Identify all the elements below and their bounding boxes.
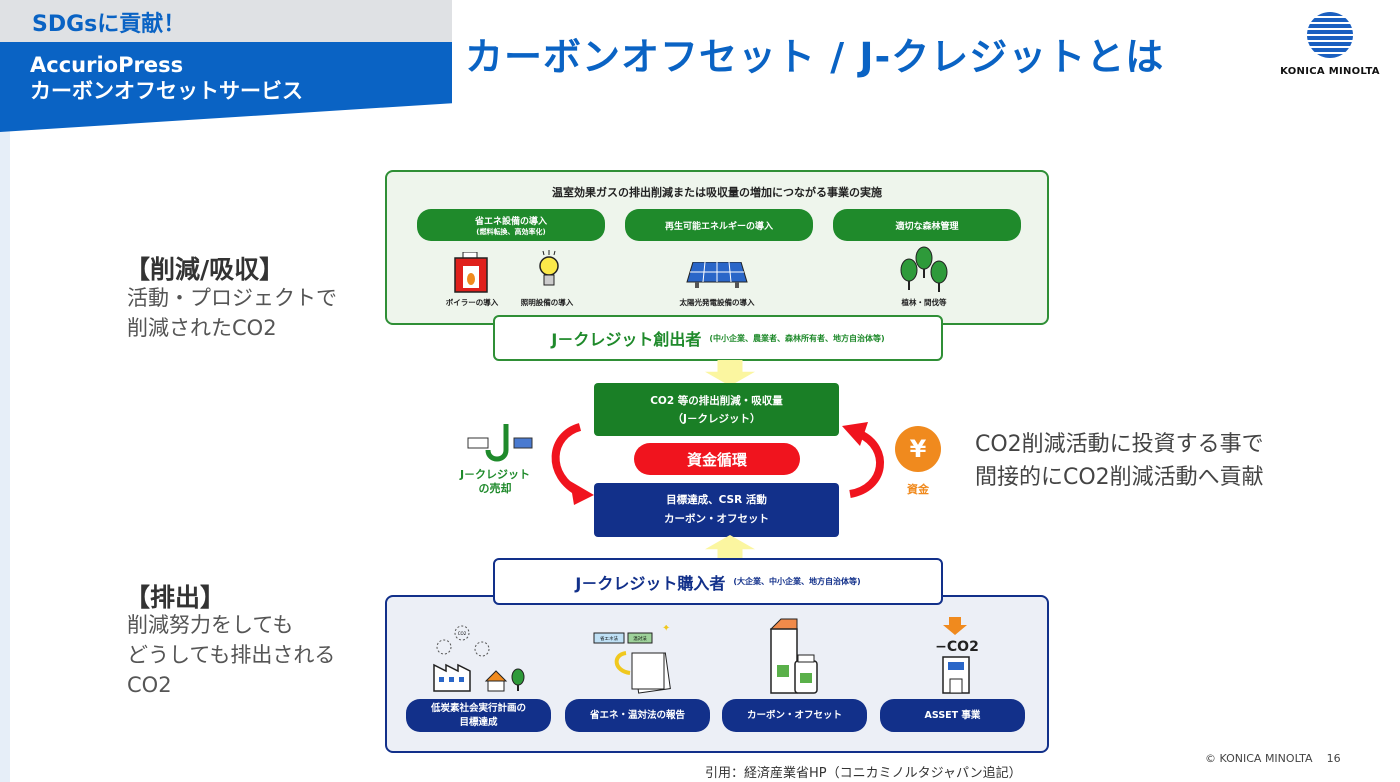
pill-carbon-offset: カーボン・オフセット bbox=[722, 699, 867, 732]
text-line: の売却 bbox=[478, 482, 512, 495]
product-packaging-icon bbox=[769, 618, 818, 694]
left-curved-arrow-icon bbox=[551, 423, 594, 505]
header-gray-band bbox=[0, 0, 452, 42]
pill-energy-report: 省エネ・温対法の報告 bbox=[565, 699, 710, 732]
pill-low-carbon-plan: 低炭素社会実行計画の目標達成 bbox=[406, 699, 551, 732]
pill-label: 適切な森林管理 bbox=[895, 221, 959, 232]
credit-buyer-box: J－クレジット購入者 (大企業、中小企業、地方自治体等) bbox=[493, 558, 943, 605]
yen-icon: ¥ bbox=[895, 426, 941, 472]
left-accent-strip bbox=[0, 130, 10, 782]
fund-label: 資金 bbox=[907, 483, 929, 496]
footer: © KONICA MINOLTA 16 bbox=[1205, 752, 1341, 765]
project-box: 温室効果ガスの排出削減または吸収量の増加につながる事業の実施 省エネ設備の導入(… bbox=[385, 170, 1049, 325]
buyer-uses-box: CO2 省エネ法 温対法 ✦ −CO2 低炭素社会実行計画の目標達成 省エネ・温対法… bbox=[385, 595, 1049, 753]
text-line: CO2 等の排出削減・吸収量 bbox=[650, 394, 783, 407]
minus-co2-building-icon: −CO2 bbox=[935, 617, 979, 694]
sdgs-badge: SDGsに貢献！ bbox=[32, 12, 186, 37]
creator-sub: (中小企業、農業者、森林所有者、地方自治体等) bbox=[709, 333, 885, 343]
pill-forest: 適切な森林管理 bbox=[833, 209, 1021, 241]
pill-energy-saving: 省エネ設備の導入(燃料転換、高効率化) bbox=[417, 209, 605, 241]
right-curved-arrow-icon bbox=[842, 422, 885, 498]
text-line: 間接的にCO2削減活動へ貢献 bbox=[975, 465, 1264, 490]
text-line: どうしても排出される bbox=[127, 643, 336, 667]
text-line: CO2削減活動に投資する事で bbox=[975, 432, 1264, 457]
doc-label: 省エネ法 bbox=[600, 635, 618, 642]
service-label: カーボンオフセットサービス bbox=[30, 79, 303, 103]
text-line: カーボン・オフセット bbox=[664, 513, 769, 525]
credit-creator-box: J－クレジット創出者 (中小企業、農業者、森林所有者、地方自治体等) bbox=[493, 315, 943, 361]
text-line: 目標達成 bbox=[459, 716, 498, 728]
page-title: カーボンオフセット / J-クレジットとは bbox=[465, 35, 1165, 79]
company-logo: KONICA MINOLTA bbox=[1272, 12, 1388, 77]
copyright: © KONICA MINOLTA bbox=[1205, 752, 1313, 765]
co2-bubble-text: CO2 bbox=[458, 631, 467, 636]
text-line: 活動・プロジェクトで bbox=[127, 286, 337, 310]
buyer-sub: (大企業、中小企業、地方自治体等) bbox=[733, 577, 861, 586]
citation: 引用：経済産業省HP（コニカミノルタジャパン追記） bbox=[705, 766, 1022, 781]
trees-icon bbox=[900, 246, 948, 292]
report-documents-icon: 省エネ法 温対法 ✦ bbox=[593, 625, 671, 694]
fund-cycle-label: 資金循環 bbox=[634, 443, 800, 475]
target-box: 目標達成、CSR 活動カーボン・オフセット bbox=[594, 483, 839, 537]
project-title: 温室効果ガスの排出削減または吸収量の増加につながる事業の実施 bbox=[552, 186, 882, 199]
minus-co2-text: −CO2 bbox=[935, 639, 979, 655]
text-line: J－クレジット bbox=[459, 468, 531, 481]
text-line: 低炭素社会実行計画の bbox=[430, 702, 526, 714]
pill-renewable: 再生可能エネルギーの導入 bbox=[625, 209, 813, 241]
lightbulb-icon bbox=[539, 250, 559, 286]
creator-label: J－クレジット創出者 bbox=[551, 330, 702, 349]
globe-icon bbox=[1307, 12, 1353, 58]
credit-sale-label: J－クレジットの売却 bbox=[455, 468, 535, 496]
svg-text:✦: ✦ bbox=[662, 625, 670, 634]
pill-label: 省エネ設備の導入 bbox=[474, 216, 547, 227]
pill-label: 再生可能エネルギーの導入 bbox=[664, 221, 773, 232]
doc-label: 温対法 bbox=[633, 635, 647, 642]
j-credit-logo-icon bbox=[467, 424, 533, 462]
caption-solar: 太陽光発電設備の導入 bbox=[679, 298, 755, 307]
pill-sub: (燃料転換、高効率化) bbox=[476, 227, 546, 236]
text-line: （J－クレジット） bbox=[672, 412, 761, 425]
boiler-icon bbox=[454, 252, 488, 293]
page-number: 16 bbox=[1326, 752, 1341, 765]
logo-text: KONICA MINOLTA bbox=[1280, 66, 1380, 77]
text-line: 削減努力をしても bbox=[127, 613, 294, 637]
emit-text: 削減努力をしてもどうしても排出される CO2 bbox=[127, 610, 335, 700]
text-line: CO2 bbox=[127, 673, 172, 697]
text-line: 削減されたCO2 bbox=[127, 316, 277, 340]
caption-boiler: ボイラーの導入 bbox=[445, 298, 499, 307]
caption-forest: 植林・間伐等 bbox=[901, 298, 947, 307]
text-line: 目標達成、CSR 活動 bbox=[666, 494, 767, 506]
buyer-label: J－クレジット購入者 bbox=[575, 573, 726, 593]
caption-lighting: 照明設備の導入 bbox=[520, 298, 574, 307]
credit-box: CO2 等の排出削減・吸収量 （J－クレジット） bbox=[594, 383, 839, 436]
reduce-heading: 【削減/吸収】 bbox=[125, 255, 285, 284]
factory-icon: CO2 bbox=[433, 625, 525, 692]
investment-note: CO2削減活動に投資する事で間接的にCO2削減活動へ貢献 bbox=[975, 428, 1264, 494]
pill-asset-project: ASSET 事業 bbox=[880, 699, 1025, 732]
product-name: AccurioPress bbox=[30, 53, 184, 77]
solar-panel-icon bbox=[686, 262, 748, 288]
emit-heading: 【排出】 bbox=[125, 583, 226, 612]
reduce-text: 活動・プロジェクトで削減されたCO2 bbox=[127, 283, 337, 343]
